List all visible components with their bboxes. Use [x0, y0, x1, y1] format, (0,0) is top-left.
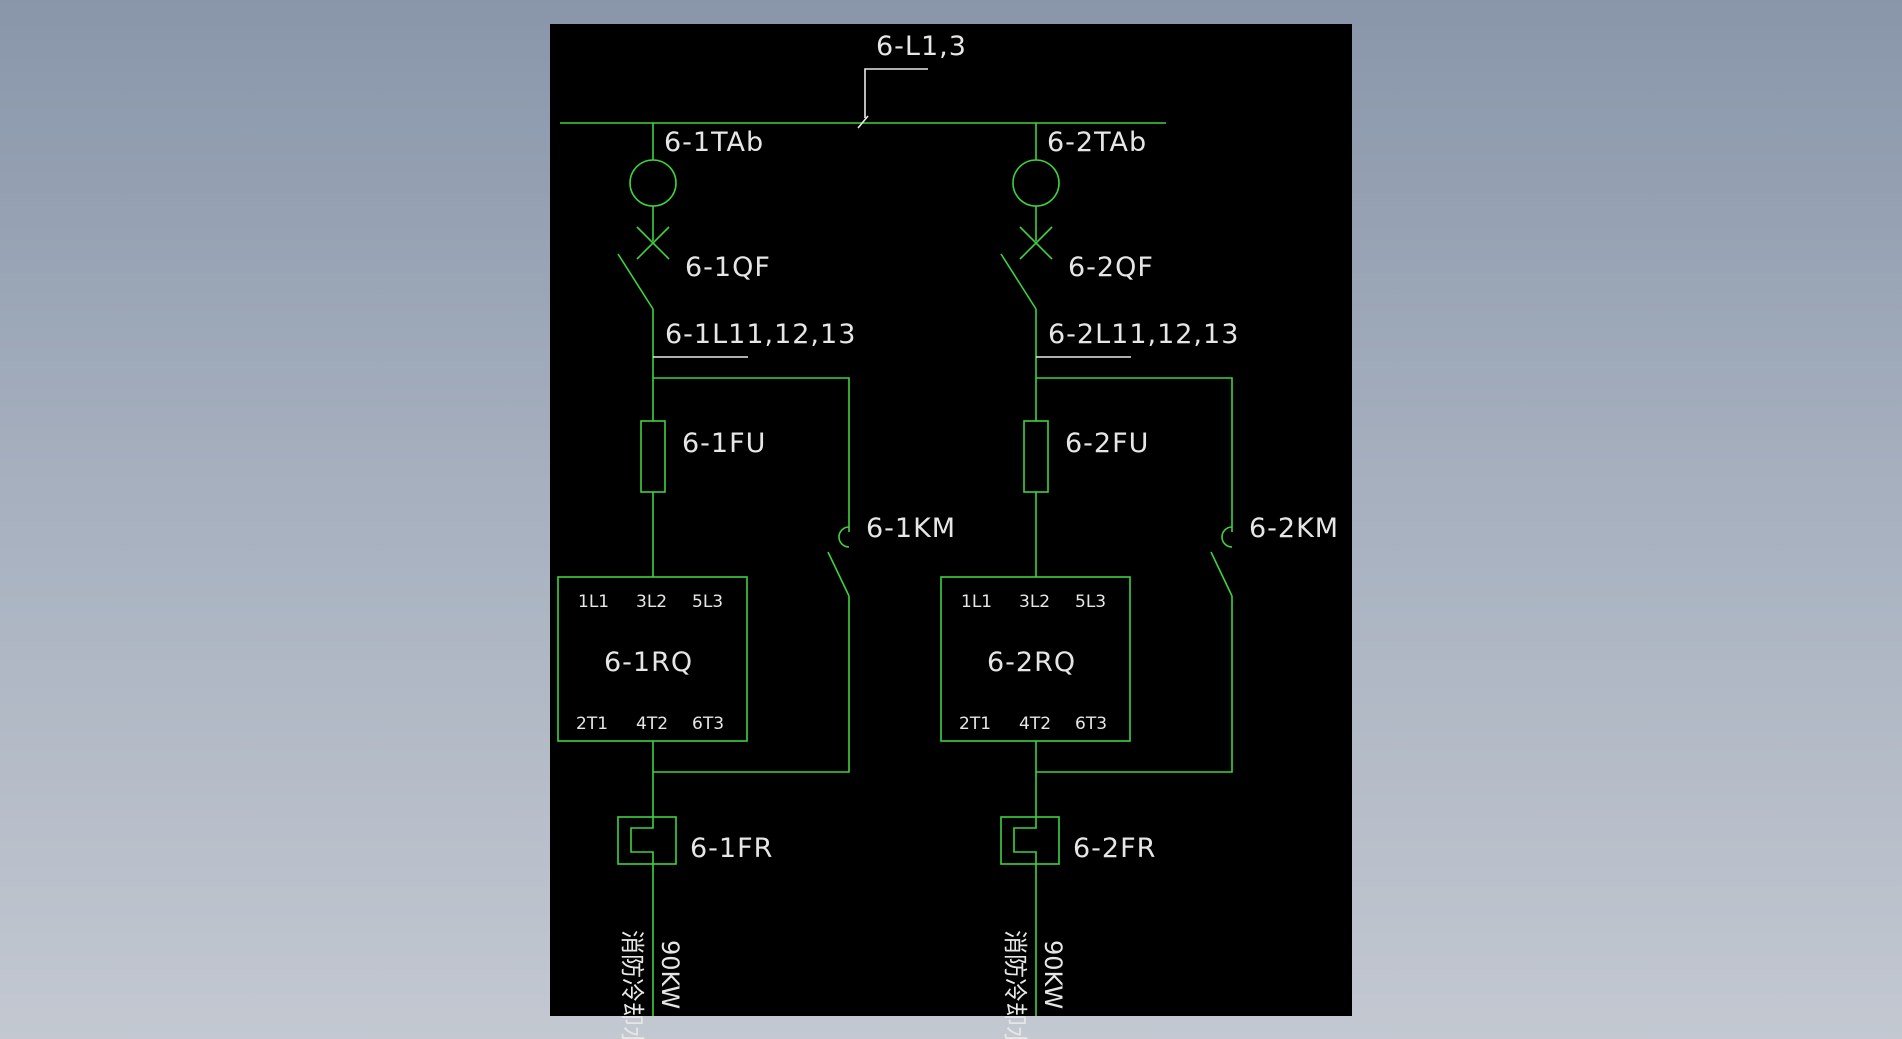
breaker-2-cross-b	[1019, 226, 1053, 260]
soft-starter-1-terminal-2t1: 2T1	[576, 714, 608, 734]
soft-starter-2-terminal-6t3: 6T3	[1075, 714, 1107, 734]
feeder-1: 6-1TAb 6-1QF 6-1L11,12,13 6-1FU 6-1KM 1L…	[557, 123, 956, 1039]
contactor-1-coil-arc	[838, 526, 850, 548]
current-transformer-2-label: 6-2TAb	[1047, 127, 1147, 158]
fuse-1-label: 6-1FU	[682, 428, 766, 459]
thermal-relay-2-element	[1013, 817, 1037, 864]
thermal-relay-1-element	[630, 817, 654, 864]
contactor-2-contact-blade	[1210, 551, 1233, 597]
line-1-label: 6-1L11,12,13	[665, 319, 856, 350]
breaker-1-label: 6-1QF	[685, 252, 771, 283]
thermal-relay-1-box	[617, 816, 677, 865]
breaker-2-label: 6-2QF	[1068, 252, 1154, 283]
breaker-1-blade	[617, 253, 654, 310]
load-2-power: 90KW	[1039, 940, 1067, 1009]
soft-starter-2-terminal-4t2: 4T2	[1019, 714, 1051, 734]
soft-starter-1-terminal-6t3: 6T3	[692, 714, 724, 734]
soft-starter-1-terminal-1l1: 1L1	[578, 592, 609, 612]
line-2-label: 6-2L11,12,13	[1048, 319, 1239, 350]
thermal-relay-1-label: 6-1FR	[690, 833, 773, 864]
contactor-1-label: 6-1KM	[866, 513, 956, 544]
soft-starter-2-terminal-2t1: 2T1	[959, 714, 991, 734]
soft-starter-2-terminal-1l1: 1L1	[961, 592, 992, 612]
contactor-2-coil-arc	[1221, 526, 1233, 548]
bus-label: 6-L1,3	[876, 31, 967, 62]
soft-starter-2-terminal-3l2: 3L2	[1019, 592, 1050, 612]
contactor-2-label: 6-2KM	[1249, 513, 1339, 544]
soft-starter-1-terminal-3l2: 3L2	[636, 592, 667, 612]
soft-starter-1-terminal-5l3: 5L3	[692, 592, 723, 612]
soft-starter-2-terminal-5l3: 5L3	[1075, 592, 1106, 612]
breaker-1-cross-b	[636, 226, 670, 260]
current-transformer-1-label: 6-1TAb	[664, 127, 764, 158]
feeder-1-bypass-return-wire	[653, 596, 850, 773]
soft-starter-2-label: 6-2RQ	[987, 647, 1076, 678]
load-2-name: 消防冷却水	[1001, 930, 1029, 1039]
breaker-2-blade	[1000, 253, 1037, 310]
load-1-name: 消防冷却水	[618, 930, 646, 1039]
drawing-canvas	[550, 24, 1352, 1016]
contactor-1-contact-blade	[827, 551, 850, 597]
fuse-2-label: 6-2FU	[1065, 428, 1149, 459]
soft-starter-1-label: 6-1RQ	[604, 647, 693, 678]
load-1-power: 90KW	[656, 940, 684, 1009]
bus-label-leader	[864, 68, 928, 118]
soft-starter-1-terminal-4t2: 4T2	[636, 714, 668, 734]
bus-label-tick	[857, 115, 869, 129]
thermal-relay-2-label: 6-2FR	[1073, 833, 1156, 864]
feeder-2-bypass-return-wire	[1036, 596, 1233, 773]
feeder-1-bypass-wire	[653, 377, 850, 532]
feeder-2: 6-2TAb 6-2QF 6-2L11,12,13 6-2FU 6-2KM 1L…	[940, 123, 1339, 1039]
feeder-2-bypass-wire	[1036, 377, 1233, 532]
thermal-relay-2-box	[1000, 816, 1060, 865]
